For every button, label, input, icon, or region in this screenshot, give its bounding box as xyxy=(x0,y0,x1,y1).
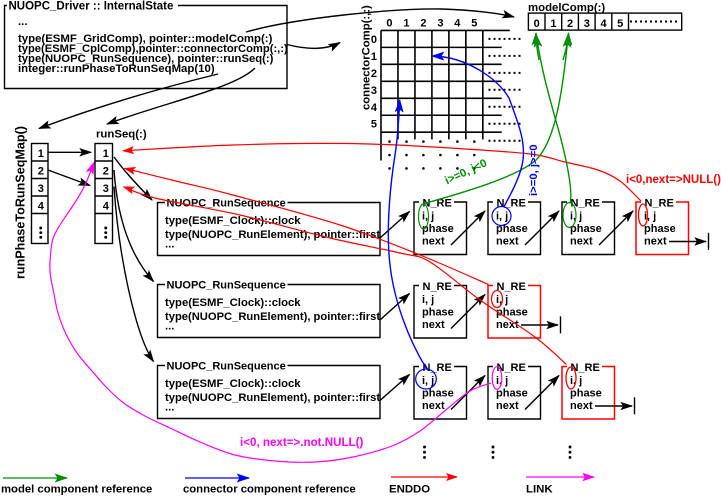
svg-text:i<0, next=>.not.NULL(): i<0, next=>.not.NULL() xyxy=(240,436,363,449)
svg-text:integer::runPhaseToRunSeqMap(1: integer::runPhaseToRunSeqMap(10) xyxy=(18,63,215,75)
svg-text:...: ... xyxy=(165,239,174,251)
svg-text:next: next xyxy=(422,236,445,248)
svg-text:type(NUOPC_RunElement), pointe: type(NUOPC_RunElement), pointer::first xyxy=(165,229,380,241)
svg-text:5: 5 xyxy=(471,18,477,30)
svg-text:...: ... xyxy=(18,16,28,28)
svg-text:2: 2 xyxy=(38,165,44,177)
svg-text:4: 4 xyxy=(103,200,110,212)
svg-text:runPhaseToRunSeqMap(): runPhaseToRunSeqMap() xyxy=(14,126,28,279)
svg-text:runSeq(:): runSeq(:) xyxy=(96,129,147,141)
svg-text:1: 1 xyxy=(38,148,44,160)
svg-text:NUOPC_RunSequence: NUOPC_RunSequence xyxy=(167,361,286,373)
svg-text:1: 1 xyxy=(103,148,109,160)
svg-text:next: next xyxy=(570,236,593,248)
svg-text:2: 2 xyxy=(420,18,426,30)
svg-text:5: 5 xyxy=(617,18,623,30)
svg-text:NUOPC_RunSequence: NUOPC_RunSequence xyxy=(167,280,286,292)
svg-text:N_RE: N_RE xyxy=(645,198,674,210)
svg-text:N_RE: N_RE xyxy=(571,362,600,374)
svg-text:modelComp(:): modelComp(:) xyxy=(528,2,605,14)
svg-text:4: 4 xyxy=(371,102,378,114)
svg-text:i, j: i, j xyxy=(422,294,434,306)
svg-text:next: next xyxy=(422,319,445,331)
svg-text:N_RE: N_RE xyxy=(423,281,452,293)
svg-text:phase: phase xyxy=(496,223,528,235)
svg-text:i, j: i, j xyxy=(422,375,434,387)
svg-text:type(ESMF_CplComp),pointer::co: type(ESMF_CplComp),pointer::connectorCom… xyxy=(18,43,288,55)
svg-text:next: next xyxy=(570,400,593,412)
svg-text:i>=0, j>=0: i>=0, j>=0 xyxy=(528,144,540,196)
svg-text:type(NUOPC_RunSequence), point: type(NUOPC_RunSequence), pointer::runSeq… xyxy=(18,53,274,65)
svg-text:model component reference: model component reference xyxy=(1,484,152,496)
svg-text:phase: phase xyxy=(570,223,602,235)
svg-text:...: ... xyxy=(165,321,174,333)
svg-text:4: 4 xyxy=(600,18,607,30)
svg-text:5: 5 xyxy=(371,119,377,131)
svg-text:phase: phase xyxy=(422,307,454,319)
svg-text:type(NUOPC_RunElement), pointe: type(NUOPC_RunElement), pointer::first xyxy=(165,311,380,323)
svg-text:phase: phase xyxy=(496,388,528,400)
svg-text:ENDDO: ENDDO xyxy=(389,484,430,496)
svg-text:phase: phase xyxy=(422,388,454,400)
svg-text:N_RE: N_RE xyxy=(497,362,526,374)
svg-text:connector component reference: connector component reference xyxy=(183,484,356,496)
svg-text:type(NUOPC_RunElement), pointe: type(NUOPC_RunElement), pointer::first xyxy=(165,392,380,404)
svg-text:phase: phase xyxy=(496,307,528,319)
svg-text:i, j: i, j xyxy=(496,211,508,223)
svg-text:N_RE: N_RE xyxy=(497,281,526,293)
svg-text:...: ... xyxy=(165,402,174,414)
svg-text:0: 0 xyxy=(386,18,392,30)
svg-text:type(ESMF_Clock)::clock: type(ESMF_Clock)::clock xyxy=(165,215,301,227)
svg-text:NUOPC_Driver :: InternalState: NUOPC_Driver :: InternalState xyxy=(9,1,174,13)
svg-text:0: 0 xyxy=(371,34,377,46)
svg-text:next: next xyxy=(422,400,445,412)
svg-text:next: next xyxy=(496,319,519,331)
svg-text:next: next xyxy=(496,400,519,412)
svg-text:LINK: LINK xyxy=(526,484,553,496)
svg-text:type(ESMF_GridComp), pointer::: type(ESMF_GridComp), pointer::modelComp(… xyxy=(18,33,273,45)
svg-text:i>=0, j<0: i>=0, j<0 xyxy=(443,157,489,187)
svg-text:2: 2 xyxy=(103,165,109,177)
svg-text:N_RE: N_RE xyxy=(571,198,600,210)
svg-text:4: 4 xyxy=(38,200,45,212)
svg-text:2: 2 xyxy=(567,18,573,30)
svg-text:2: 2 xyxy=(371,68,377,80)
svg-text:N_RE: N_RE xyxy=(497,198,526,210)
svg-text:3: 3 xyxy=(437,18,443,30)
svg-text:3: 3 xyxy=(103,183,109,195)
svg-text:4: 4 xyxy=(454,18,461,30)
svg-text:1: 1 xyxy=(550,18,556,30)
svg-text:i, j: i, j xyxy=(644,211,656,223)
svg-text:phase: phase xyxy=(644,223,676,235)
svg-text:next: next xyxy=(496,236,519,248)
svg-text:i<0,next=>NULL(): i<0,next=>NULL() xyxy=(626,174,721,186)
svg-text:next: next xyxy=(644,236,667,248)
svg-text:N_RE: N_RE xyxy=(423,198,452,210)
svg-text:connectorComp(:,:): connectorComp(:,:) xyxy=(361,5,373,110)
svg-text:phase: phase xyxy=(570,388,602,400)
svg-text:phase: phase xyxy=(422,223,454,235)
svg-text:type(ESMF_Clock)::clock: type(ESMF_Clock)::clock xyxy=(165,378,301,390)
svg-text:0: 0 xyxy=(534,18,540,30)
svg-text:3: 3 xyxy=(371,85,377,97)
svg-text:N_RE: N_RE xyxy=(423,362,452,374)
svg-text:3: 3 xyxy=(584,18,590,30)
svg-text:1: 1 xyxy=(371,51,377,63)
svg-text:type(ESMF_Clock)::clock: type(ESMF_Clock)::clock xyxy=(165,297,301,309)
svg-text:1: 1 xyxy=(403,18,409,30)
svg-text:3: 3 xyxy=(38,183,44,195)
